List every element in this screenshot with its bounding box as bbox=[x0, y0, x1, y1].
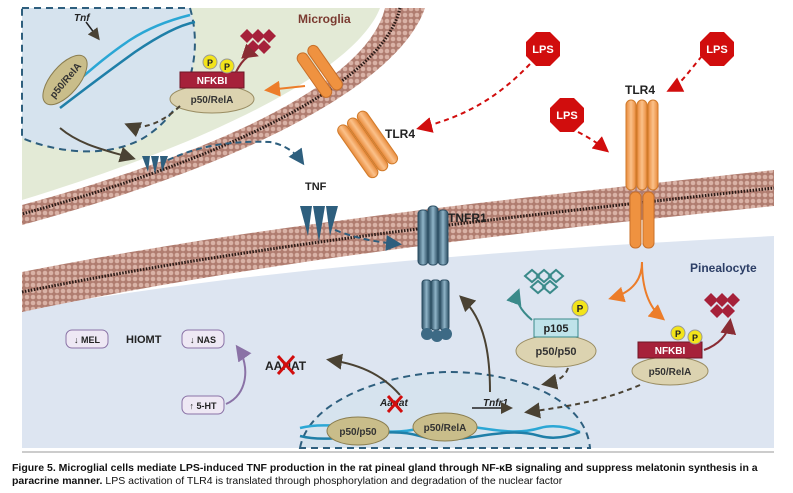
five-ht-label: ↑ 5-HT bbox=[190, 401, 218, 411]
caption-bold: Figure 5. Microglial cells mediate LPS-i… bbox=[12, 462, 758, 487]
aanat-gene-inhibition-x bbox=[386, 395, 404, 413]
figure-diagram: Microglia Pinealocyte LPS LPS LPS TLR4 bbox=[21, 7, 775, 453]
pinealocyte-cytoplasm bbox=[22, 236, 774, 448]
nas-label: ↓ NAS bbox=[190, 335, 216, 345]
hiomt-label: HIOMT bbox=[126, 334, 162, 346]
tnfr1-label: TNFR1 bbox=[448, 211, 487, 225]
p50-rela-pinealocyte-nucleus: p50/RelA bbox=[412, 412, 478, 442]
nfkbi-complex-microglia: p50/RelA NFKBI P P bbox=[169, 54, 255, 114]
aanat-protein-inhibition-x bbox=[276, 355, 296, 375]
tlr4-to-nfkbi-arrow-pinealocyte bbox=[641, 261, 666, 321]
phospho-label: P bbox=[207, 58, 213, 68]
p50-rela-translocation-arrow bbox=[524, 384, 641, 419]
lps-to-microglia-tlr4-arrow bbox=[416, 63, 531, 133]
nfkbi-pinealocyte-label: NFKBI bbox=[655, 346, 686, 357]
lps-1: LPS bbox=[526, 32, 560, 66]
lps-to-tlr4-arrow-1 bbox=[666, 55, 703, 92]
five-ht-box: ↑ 5-HT bbox=[181, 395, 225, 415]
tnfr1-gene-label: Tnfr1 bbox=[483, 398, 508, 409]
nas-box: ↓ NAS bbox=[181, 329, 225, 349]
phospho-label: P bbox=[675, 329, 681, 339]
tnf-expression-arrow bbox=[59, 127, 136, 163]
figure-caption: Figure 5. Microglial cells mediate LPS-i… bbox=[12, 462, 784, 488]
microglia-membrane bbox=[21, 7, 425, 225]
tnf-label: TNF bbox=[305, 181, 327, 193]
p105-label: p105 bbox=[543, 323, 568, 335]
tnfr1-expression-arrow bbox=[459, 295, 491, 393]
tlr4-pinealocyte-label: TLR4 bbox=[625, 83, 655, 97]
nfkbi-degraded-microglia bbox=[240, 29, 276, 54]
microglia-label: Microglia bbox=[298, 12, 351, 26]
p105-complex: p50/p50 p105 P bbox=[515, 299, 597, 368]
tnf-extracellular bbox=[300, 206, 338, 242]
tnf-gene-label: Tnf bbox=[74, 13, 91, 24]
p50-p50-cyto-label: p50/p50 bbox=[536, 346, 577, 358]
nfkbi-microglia-label: NFKBI bbox=[197, 76, 228, 87]
lps-label: LPS bbox=[706, 44, 727, 56]
tlr4-to-nfkbi-arrow-microglia bbox=[264, 80, 306, 97]
pinealocyte-label: Pinealocyte bbox=[690, 261, 757, 275]
p105-degradation-arrow bbox=[506, 288, 533, 321]
lps-2: LPS bbox=[700, 32, 734, 66]
nfkb-translocation-arrow-microglia bbox=[124, 105, 181, 137]
phospho-label: P bbox=[224, 62, 230, 72]
lps-to-tlr4-arrow-2 bbox=[577, 131, 610, 153]
tlr4-microglia-label: TLR4 bbox=[385, 127, 415, 141]
nfkbi-complex-pinealocyte: p50/RelA NFKBI P P bbox=[631, 325, 709, 386]
p50-p50-nucleus: p50/p50 bbox=[326, 416, 390, 446]
p105-degraded bbox=[523, 268, 565, 295]
p50-translocation-arrow bbox=[541, 367, 569, 390]
nfkbi-degradation-arrow-pinealocyte bbox=[703, 318, 737, 351]
serotonin-to-nas-arrow bbox=[225, 344, 252, 405]
tnf-to-tnfr1-arrow bbox=[334, 229, 402, 251]
tlr4-microglia bbox=[296, 44, 399, 179]
p50-rela-microglia-label: p50/RelA bbox=[191, 95, 234, 106]
nfkbi-degraded-pinealocyte bbox=[704, 293, 740, 318]
tnf-gene-start-arrow bbox=[85, 21, 100, 41]
p50-p50-nucleus-label: p50/p50 bbox=[339, 427, 377, 438]
lps-label: LPS bbox=[556, 110, 577, 122]
caption-text: LPS activation of TLR4 is translated thr… bbox=[102, 475, 563, 487]
microglia-nucleus bbox=[21, 7, 196, 153]
tnf-microglia bbox=[142, 156, 168, 174]
p50-rela-pinealocyte-label: p50/RelA bbox=[649, 367, 692, 378]
aanat-expression-arrow bbox=[326, 353, 401, 396]
phospho-label: P bbox=[692, 333, 698, 343]
lps-3: LPS bbox=[550, 98, 584, 132]
nfkbi-degradation-arrow-microglia bbox=[235, 43, 259, 73]
mel-label: ↓ MEL bbox=[74, 335, 101, 345]
mel-box: ↓ MEL bbox=[65, 329, 109, 349]
p50-rela-nucleus2-label: p50/RelA bbox=[424, 423, 467, 434]
tnfr1-receptor bbox=[417, 205, 452, 342]
lps-label: LPS bbox=[532, 44, 553, 56]
tnf-secretion-arrow bbox=[167, 140, 305, 166]
phospho-label: P bbox=[577, 304, 584, 315]
tlr4-pinealocyte bbox=[625, 99, 659, 249]
